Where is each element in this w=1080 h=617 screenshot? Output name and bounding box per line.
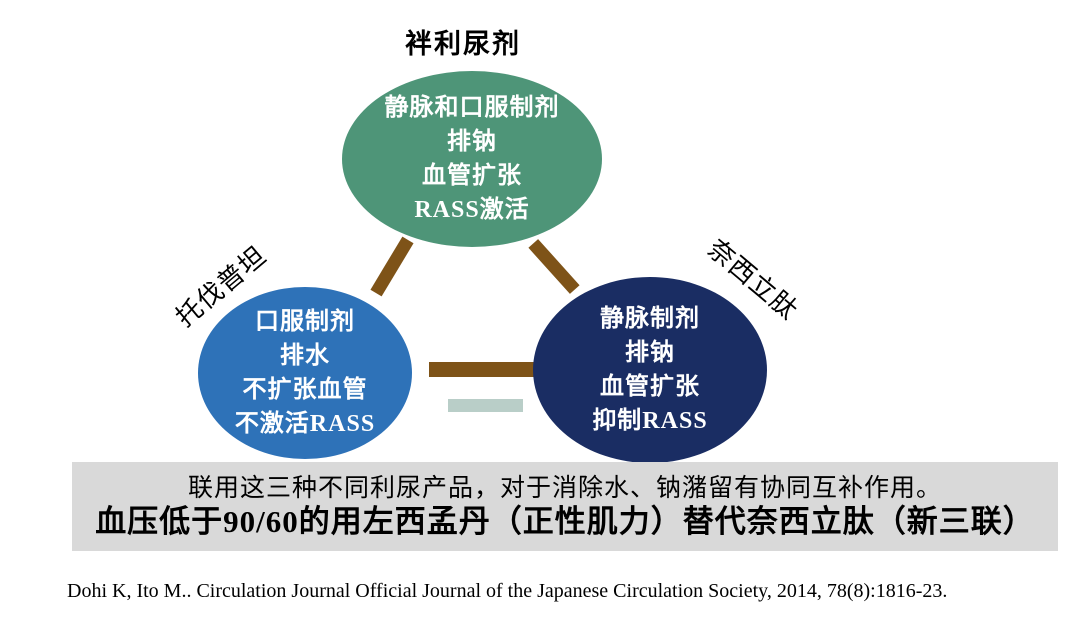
summary-line-1: 联用这三种不同利尿产品，对于消除水、钠潴留有协同互补作用。 (187, 474, 942, 502)
node-line: 抑制RASS (592, 408, 708, 434)
node-line: 排钠 (447, 129, 497, 155)
node-line: 静脉和口服制剂 (384, 95, 560, 121)
node-line: 口服制剂 (255, 309, 355, 335)
node-line: 不激活RASS (234, 411, 376, 437)
node-line: 血管扩张 (422, 163, 522, 189)
node-line: RASS激活 (414, 197, 530, 223)
equals-bar (448, 399, 523, 412)
node-line: 静脉制剂 (600, 306, 700, 332)
node-line: 排水 (280, 343, 330, 369)
summary-line-2: 血压低于90/60的用左西孟丹（正性肌力）替代奈西立肽（新三联） (95, 503, 1035, 539)
summary-box: 联用这三种不同利尿产品，对于消除水、钠潴留有协同互补作用。 血压低于90/60的… (72, 462, 1058, 551)
node-line: 血管扩张 (600, 374, 700, 400)
connector-bottom (429, 362, 537, 377)
citation-text: Dohi K, Ito M.. Circulation Journal Offi… (67, 580, 948, 602)
node-nesiritide: 静脉制剂 排钠 血管扩张 抑制RASS (533, 277, 767, 463)
connector-top-right (528, 239, 580, 294)
node-line: 不扩张血管 (242, 377, 368, 403)
node-line: 排钠 (625, 340, 675, 366)
node-tolvaptan: 口服制剂 排水 不扩张血管 不激活RASS (198, 287, 412, 459)
top-node-label: 袢利尿剂 (405, 29, 521, 59)
connector-top-left (370, 236, 414, 297)
node-loop-diuretic: 静脉和口服制剂 排钠 血管扩张 RASS激活 (342, 71, 602, 247)
